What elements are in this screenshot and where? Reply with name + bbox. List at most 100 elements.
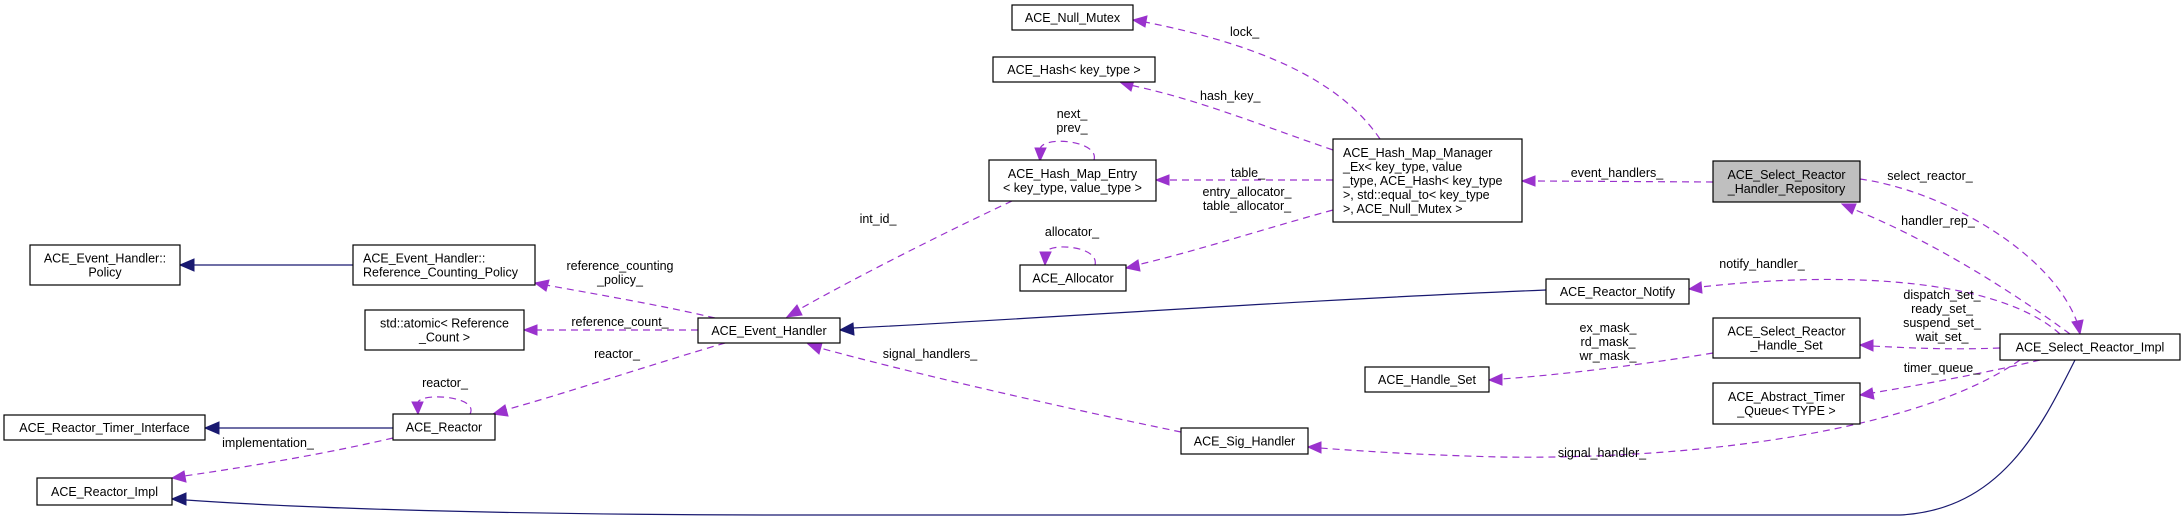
edge-label-line: event_handlers_ bbox=[1571, 166, 1664, 180]
edge-label-line: next_ bbox=[1057, 107, 1089, 121]
edge-label-line: rd_mask_ bbox=[1581, 335, 1637, 349]
edge-table: table_ bbox=[1154, 166, 1333, 186]
node-label: ACE_Event_Handler:: bbox=[44, 252, 166, 266]
edge-label-line: allocator_ bbox=[1045, 225, 1100, 239]
node-label: ACE_Event_Handler:: bbox=[363, 252, 485, 266]
node-ace-reactor-impl[interactable]: ACE_Reactor_Impl bbox=[36, 477, 173, 506]
edge-select-reactor: select_reactor_ bbox=[1859, 169, 2084, 336]
node-label: ACE_Select_Reactor bbox=[1727, 325, 1845, 339]
node-label: ACE_Handle_Set bbox=[1378, 373, 1477, 387]
edge-label: signal_handler_ bbox=[1558, 446, 1647, 460]
edge-lock: lock_ bbox=[1131, 15, 1381, 140]
edge-label-line: notify_handler_ bbox=[1719, 257, 1806, 271]
node-label: Reference_Counting_Policy bbox=[363, 266, 519, 280]
edge-label: signal_handlers_ bbox=[883, 347, 979, 361]
edge-event-handlers: event_handlers_ bbox=[1520, 166, 1714, 187]
node-label: ACE_Abstract_Timer bbox=[1728, 390, 1845, 404]
edge-label: select_reactor_ bbox=[1887, 169, 1974, 183]
edge-label: implementation_ bbox=[222, 436, 315, 450]
node-ace-reactor-timer-interface[interactable]: ACE_Reactor_Timer_Interface bbox=[3, 414, 206, 441]
edge-label: notify_handler_ bbox=[1719, 257, 1806, 271]
node-ace-event-handler-policy[interactable]: ACE_Event_Handler::Policy bbox=[29, 244, 181, 286]
node-ace-event-handler[interactable]: ACE_Event_Handler bbox=[697, 317, 841, 344]
edge-label-line: int_id_ bbox=[860, 212, 898, 226]
edge-label: hash_key_ bbox=[1200, 89, 1262, 103]
node-label: ACE_Null_Mutex bbox=[1025, 11, 1121, 25]
edge-label: reference_count_ bbox=[571, 315, 669, 329]
node-ace-null-mutex[interactable]: ACE_Null_Mutex bbox=[1011, 4, 1134, 31]
edge-label-line: ex_mask_ bbox=[1580, 321, 1638, 335]
node-label: ACE_Select_Reactor bbox=[1727, 168, 1845, 182]
edge-reactor-self: reactor_ bbox=[411, 376, 472, 416]
edge-label: int_id_ bbox=[860, 212, 898, 226]
node-label: ACE_Reactor bbox=[406, 421, 482, 435]
edge-label-line: dispatch_set_ bbox=[1903, 288, 1981, 302]
edge-label: timer_queue_ bbox=[1904, 361, 1981, 375]
node-label: _Handler_Repository bbox=[1727, 182, 1846, 196]
edge-label-line: signal_handlers_ bbox=[883, 347, 979, 361]
edge-label-line: reference_count_ bbox=[571, 315, 669, 329]
node-label: _Ex< key_type, value bbox=[1342, 160, 1462, 174]
node-label: >, ACE_Null_Mutex > bbox=[1343, 202, 1463, 216]
edge-policy-inherit bbox=[178, 258, 353, 272]
node-label: ACE_Reactor_Notify bbox=[1560, 285, 1676, 299]
edge-label-line: _policy_ bbox=[596, 273, 644, 287]
edge-label-line: table_allocator_ bbox=[1203, 199, 1292, 213]
node-ace-select-reactor-impl[interactable]: ACE_Select_Reactor_Impl bbox=[1999, 333, 2181, 361]
edge-hash-key: hash_key_ bbox=[1118, 79, 1334, 151]
node-label: ACE_Event_Handler bbox=[711, 324, 826, 338]
node-ace-hash[interactable]: ACE_Hash< key_type > bbox=[992, 56, 1156, 83]
node-ace-hash-map-manager[interactable]: ACE_Hash_Map_Manager_Ex< key_type, value… bbox=[1332, 138, 1523, 223]
edge-notify-inherit bbox=[838, 289, 1547, 336]
edge-label-line: hash_key_ bbox=[1200, 89, 1262, 103]
edge-reactor: reactor_ bbox=[491, 342, 726, 417]
edge-handler-rep: handler_rep_ bbox=[1840, 203, 2071, 335]
node-label: ACE_Hash_Map_Manager bbox=[1343, 146, 1492, 160]
node-ace-abstract-timer-queue[interactable]: ACE_Abstract_Timer_Queue< TYPE > bbox=[1712, 382, 1861, 425]
edge-next-prev: next_prev_ bbox=[1034, 107, 1095, 163]
edge-label: event_handlers_ bbox=[1571, 166, 1664, 180]
edge-label-line: reference_counting bbox=[566, 259, 673, 273]
edge-label-line: select_reactor_ bbox=[1887, 169, 1974, 183]
edge-label: table_ bbox=[1231, 166, 1266, 180]
edge-label-line: implementation_ bbox=[222, 436, 315, 450]
node-ace-reactor-notify[interactable]: ACE_Reactor_Notify bbox=[1545, 278, 1690, 305]
node-ace-allocator[interactable]: ACE_Allocator bbox=[1019, 264, 1127, 292]
node-ace-select-reactor-handler-repository[interactable]: ACE_Select_Reactor_Handler_Repository bbox=[1712, 160, 1861, 203]
node-label: >, std::equal_to< key_type bbox=[1343, 188, 1490, 202]
edge-label: handler_rep_ bbox=[1901, 214, 1976, 228]
node-atomic-reference-count[interactable]: std::atomic< Reference_Count > bbox=[364, 309, 525, 351]
node-label: _Count > bbox=[418, 331, 470, 345]
edge-label: allocator_ bbox=[1045, 225, 1100, 239]
node-label: _Queue< TYPE > bbox=[1736, 404, 1835, 418]
edge-sets: dispatch_set_ready_set_suspend_set_wait_… bbox=[1858, 288, 2001, 352]
edge-label-line: lock_ bbox=[1230, 25, 1260, 39]
edge-implementation: implementation_ bbox=[170, 436, 394, 483]
edge-signal-handler: signal_handler_ bbox=[1306, 359, 2021, 460]
edge-label: reactor_ bbox=[422, 376, 469, 390]
node-label: < key_type, value_type > bbox=[1003, 181, 1142, 195]
edge-label: reference_counting_policy_ bbox=[566, 259, 673, 287]
node-ace-sig-handler[interactable]: ACE_Sig_Handler bbox=[1180, 427, 1309, 455]
edge-timer-queue: timer_queue_ bbox=[1858, 359, 2041, 400]
node-label: _type, ACE_Hash< key_type bbox=[1342, 174, 1503, 188]
node-label: ACE_Reactor_Impl bbox=[51, 485, 158, 499]
edge-int-id: int_id_ bbox=[785, 200, 1013, 318]
node-ace-hash-map-entry[interactable]: ACE_Hash_Map_Entry< key_type, value_type… bbox=[988, 159, 1157, 202]
node-label: _Handle_Set bbox=[1749, 339, 1823, 353]
node-label: ACE_Hash_Map_Entry bbox=[1008, 167, 1138, 181]
edge-signal-handlers: signal_handlers_ bbox=[806, 342, 1182, 433]
node-ace-select-reactor-handle-set[interactable]: ACE_Select_Reactor_Handle_Set bbox=[1712, 317, 1861, 359]
node-ace-reactor[interactable]: ACE_Reactor bbox=[392, 413, 496, 441]
edge-allocators: entry_allocator_table_allocator_ bbox=[1124, 185, 1334, 272]
edge-label: next_prev_ bbox=[1056, 107, 1088, 135]
node-label: ACE_Select_Reactor_Impl bbox=[2016, 341, 2165, 355]
node-label: ACE_Sig_Handler bbox=[1194, 435, 1295, 449]
edge-label-line: timer_queue_ bbox=[1904, 361, 1981, 375]
edge-label: reactor_ bbox=[594, 347, 641, 361]
edge-label-line: wr_mask_ bbox=[1579, 349, 1638, 363]
node-ace-handle-set[interactable]: ACE_Handle_Set bbox=[1364, 366, 1490, 393]
node-reference-counting-policy[interactable]: ACE_Event_Handler::Reference_Counting_Po… bbox=[352, 244, 536, 286]
edge-label-line: reactor_ bbox=[422, 376, 469, 390]
